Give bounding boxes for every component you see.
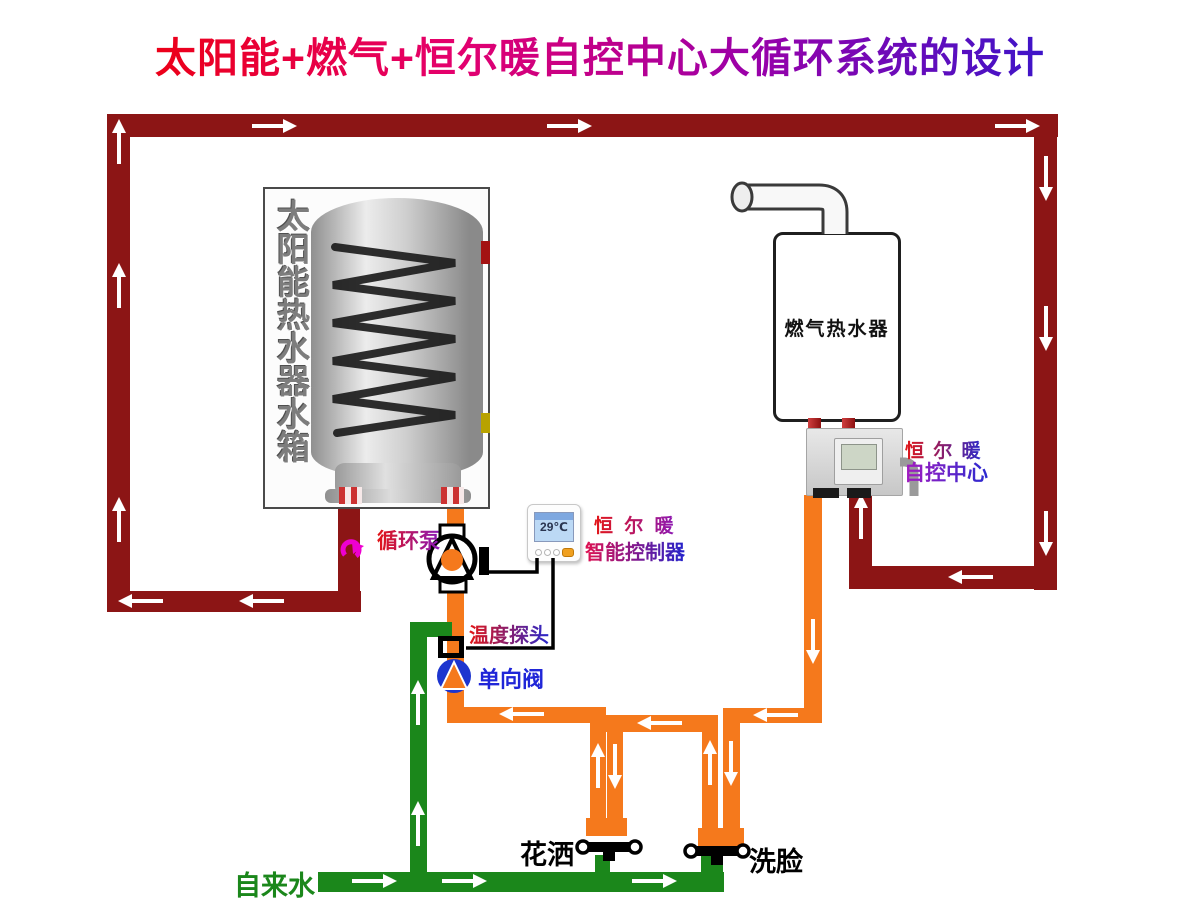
smart-controller-reading: 29℃ [540, 520, 568, 534]
flow-arrow [993, 119, 1041, 133]
flow-arrow [440, 874, 488, 888]
loop-pipe-left [107, 114, 130, 612]
controller-label-line2: 智能控制器 [585, 536, 685, 565]
flow-arrow [608, 742, 622, 790]
controller-button [553, 549, 560, 556]
flow-arrow [411, 679, 425, 727]
check-valve-label: 单向阀 [478, 667, 545, 692]
tap-water-label: 自来水 [234, 871, 315, 901]
flow-arrow [350, 874, 398, 888]
flow-arrow [752, 708, 800, 722]
smart-controller-screen: 29℃ [534, 512, 574, 542]
temp-probe-label: 温度探头 [469, 619, 549, 648]
heater-port-right [842, 418, 855, 430]
flow-arrow [112, 262, 126, 310]
flow-arrow [112, 496, 126, 544]
flow-arrow [703, 739, 717, 787]
tank-port-right-top [481, 241, 490, 264]
loop-pipe-right [1034, 114, 1057, 590]
loop-pipe-tank-stub [338, 507, 360, 597]
loop-pipe-bottom-left [107, 591, 361, 612]
tank-port-right-bottom [481, 413, 490, 433]
flow-arrow [112, 118, 126, 166]
cold-pipe-shower-stub [595, 855, 610, 873]
solar-tank-label: 太阳能热水器水箱 [272, 199, 310, 463]
control-center-connector [847, 488, 871, 498]
flow-arrow [117, 594, 165, 608]
flow-arrow [1039, 154, 1053, 202]
basin-label: 洗脸 [749, 847, 803, 877]
page-title: 太阳能+燃气+恒尔暖自控中心大循环系统的设计 [0, 24, 1200, 84]
flow-arrow [854, 493, 868, 541]
tank-coil [331, 243, 456, 437]
flow-arrow [1039, 509, 1053, 557]
flow-arrow [947, 570, 995, 584]
flow-arrow [636, 716, 684, 730]
controller-label-line1: 恒 尔 暖 [594, 511, 677, 538]
control-center-label-line1: 恒 尔 暖 [905, 436, 983, 463]
gas-heater: 燃气热水器 [773, 232, 901, 422]
control-center-display [834, 438, 883, 485]
controller-button-orange [562, 548, 574, 557]
cold-pipe-basin-stub [701, 849, 723, 873]
solar-tank-photo: 太阳能热水器水箱 [263, 187, 490, 509]
pump-label: 循环泵 [377, 525, 440, 555]
hot-pipe-pump-riser [447, 503, 464, 723]
tank-port-bottom-left [339, 487, 362, 504]
controller-button [544, 549, 551, 556]
hot-pipe-heater-drop [804, 495, 822, 723]
flow-arrow [411, 800, 425, 848]
flow-arrow [238, 594, 286, 608]
flow-arrow [591, 742, 605, 790]
temp-probe [438, 636, 464, 658]
flow-arrow [1039, 304, 1053, 352]
gas-heater-label: 燃气热水器 [784, 318, 890, 340]
flow-arrow [250, 119, 298, 133]
controller-button [535, 549, 542, 556]
flow-arrow [724, 739, 738, 787]
flue-pipe [730, 181, 849, 234]
flow-arrow [498, 707, 546, 721]
tank-port-bottom-right [441, 487, 464, 504]
control-center-label-line2: 自控中心 [904, 457, 988, 487]
smart-controller: 29℃ [527, 504, 581, 562]
control-center-connector [813, 488, 839, 498]
flow-arrow [806, 617, 820, 665]
control-center-box [806, 428, 903, 498]
cold-pipe-riser-top [410, 622, 452, 637]
heater-port-left [808, 418, 821, 430]
shower-label: 花洒 [520, 840, 574, 870]
control-center-screen [841, 444, 877, 470]
hot-pipe-basin-ubend [698, 828, 744, 846]
flow-arrow [545, 119, 593, 133]
hot-pipe-shower-ubend [586, 818, 627, 836]
flow-arrow [630, 874, 678, 888]
